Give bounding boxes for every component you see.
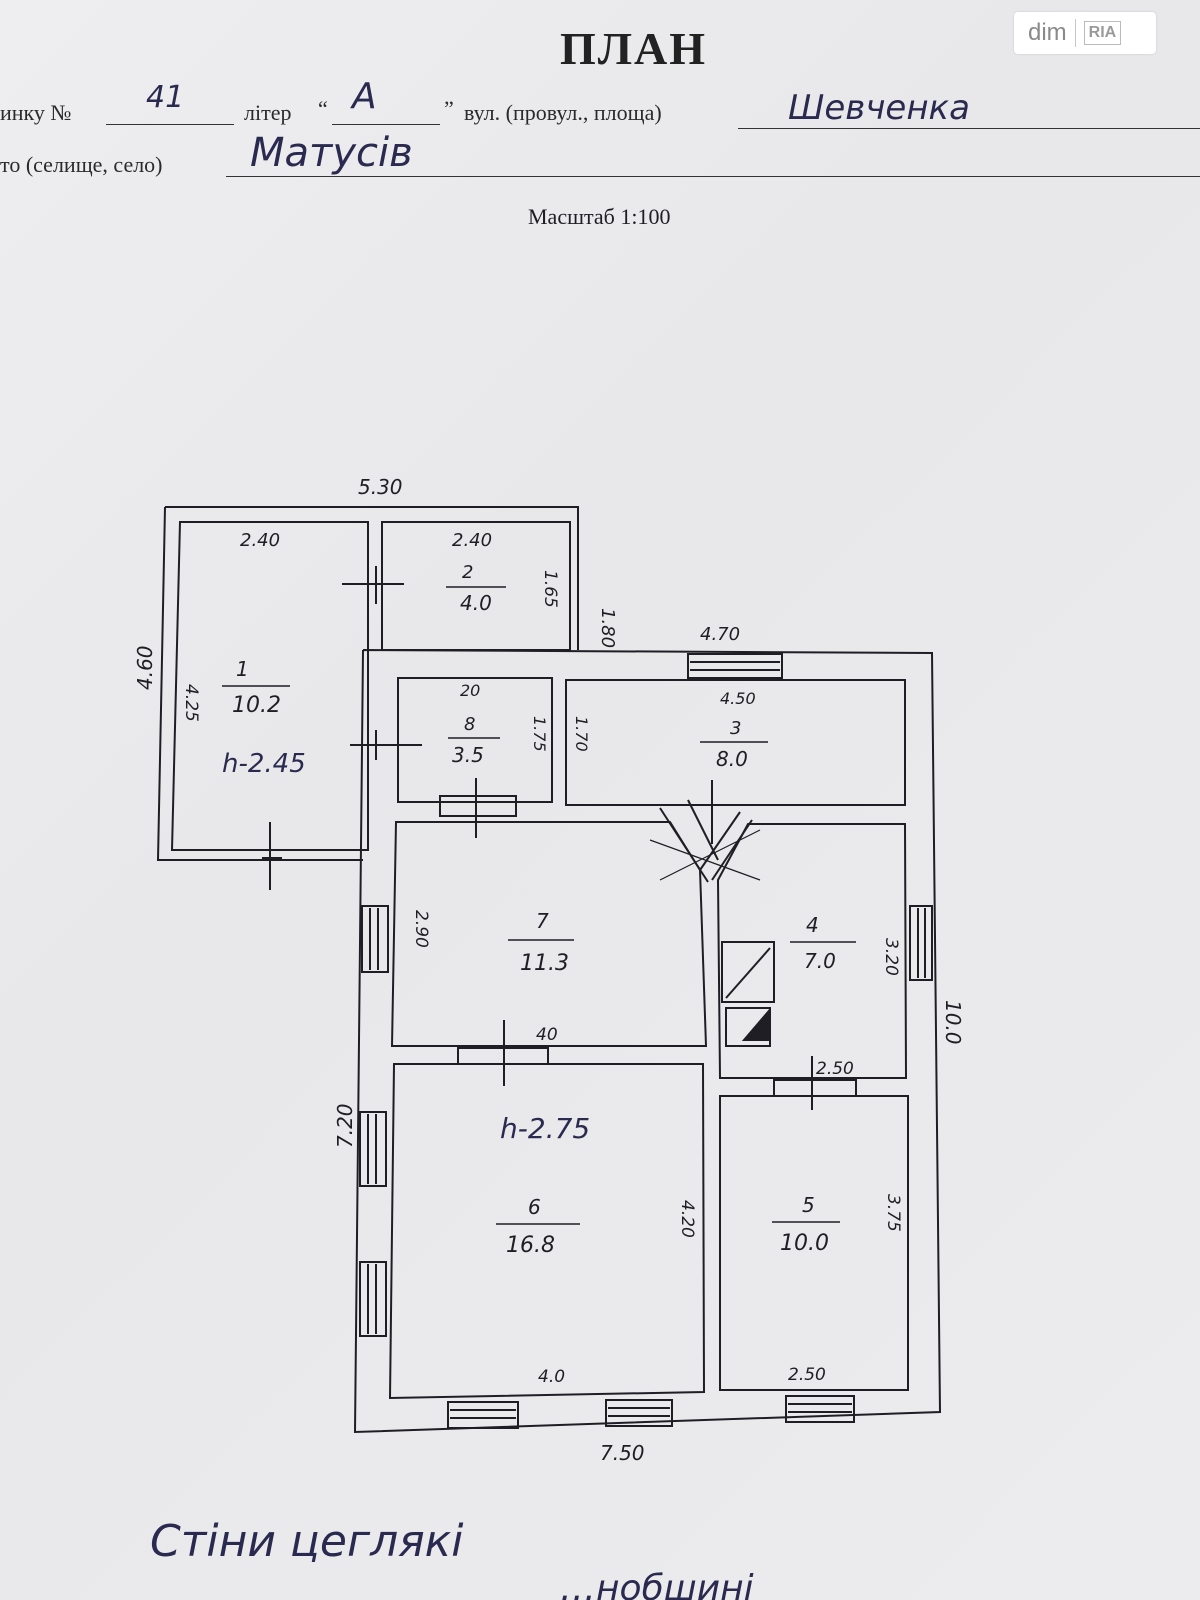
dim-room7-bottom: 40 [536,1025,558,1045]
room-5-area: 10.0 [780,1231,829,1256]
stove-diagonal [725,947,771,999]
room-2-area: 4.0 [460,591,492,615]
dim-room3-outer: 4.70 [700,624,740,645]
watermark-dim-text: dim [1028,19,1067,46]
dim-room8-top: 20 [460,681,480,700]
room-3-outline [565,679,906,806]
dim-room1-top: 2.40 [240,530,280,551]
note-line-1: Стіни цеглякі [150,1516,464,1567]
dim-room7-side: 2.90 [411,910,431,948]
dim-room4-side: 3.20 [881,938,901,976]
house-number-label: инку № [0,100,72,125]
dim-room8-side: 1.75 [530,716,549,752]
room-8-outline [397,677,553,803]
town-label: то (селище, село) [0,152,163,177]
door-marks [262,566,857,1110]
town-underline [226,176,1200,177]
liter-underline [332,124,440,125]
dim-room2-top: 2.40 [452,530,492,551]
room-8-area: 3.5 [452,743,484,767]
street-underline [738,128,1200,129]
street-value: Шевченка [788,88,970,128]
scale-label: Масштаб 1:100 [528,204,671,229]
room-4-area: 7.0 [804,949,836,973]
house-number-underline [106,124,234,125]
windows [359,653,933,1429]
room-8-number: 8 [464,714,475,735]
room-1-area: 10.2 [232,693,281,718]
annex-left-outer-wall [156,506,363,861]
dim-room6-side: 4.20 [677,1200,697,1238]
dim-ria-watermark: dim RIA [1014,12,1156,54]
dim-room1-side: 4.25 [181,684,201,722]
main-house-outer-wall [353,649,942,1434]
liter-open-quote: “ [318,96,328,121]
room-7-area: 11.3 [520,951,569,976]
dim-room6-bottom: 4.0 [538,1367,565,1387]
room-1-height: h-2.45 [222,749,306,779]
note-line-2: …нобшині [560,1568,754,1600]
stove-outline [721,941,775,1003]
liter-close-quote: ” [444,96,454,121]
room-2-outline [381,521,571,651]
room-1-outline [170,521,369,851]
room-7-outline [390,821,708,1047]
dim-top-width: 5.30 [358,475,403,499]
street-label: вул. (провул., площа) [464,100,662,125]
stove-firebox [725,1007,771,1047]
dim-room3-side: 1.70 [572,716,591,752]
room-6-number: 6 [528,1195,541,1219]
annex-outer-wall [165,506,579,650]
liter-value: A [352,76,377,117]
room-6-height: h-2.75 [500,1112,590,1145]
dim-left-main-height: 7.20 [333,1103,357,1148]
document-title: ПЛАН [560,23,708,74]
dim-room2-side: 1.65 [540,570,560,608]
chimney-lines [659,799,753,883]
stove-fill [741,1009,769,1041]
room-3-number: 3 [730,718,741,739]
room-2-number: 2 [462,562,473,583]
dim-bottom-width: 7.50 [600,1441,645,1465]
dim-room5-side: 3.75 [883,1194,903,1232]
house-number-value: 41 [146,80,185,115]
room-3-area: 8.0 [716,747,748,771]
dim-room5-bottom: 2.50 [788,1365,826,1385]
watermark-ria-logo: RIA [1083,21,1122,45]
room-1-number: 1 [236,657,249,681]
dim-room3-top: 4.50 [720,689,756,708]
watermark-separator [1074,19,1076,47]
liter-label: літер [244,100,292,125]
dim-room2-outer: 1.80 [597,608,618,648]
room-6-area: 16.8 [506,1233,555,1258]
room-4-number: 4 [806,913,819,937]
dim-right-height: 10.0 [941,1000,965,1045]
room-5-number: 5 [802,1193,815,1217]
room-6-outline [388,1063,706,1400]
town-value: Матусів [250,130,413,176]
chimney-cross [649,829,761,881]
dim-room4-bottom: 2.50 [816,1059,854,1079]
dim-left-height: 4.60 [133,645,157,690]
room-7-number: 7 [536,909,549,933]
